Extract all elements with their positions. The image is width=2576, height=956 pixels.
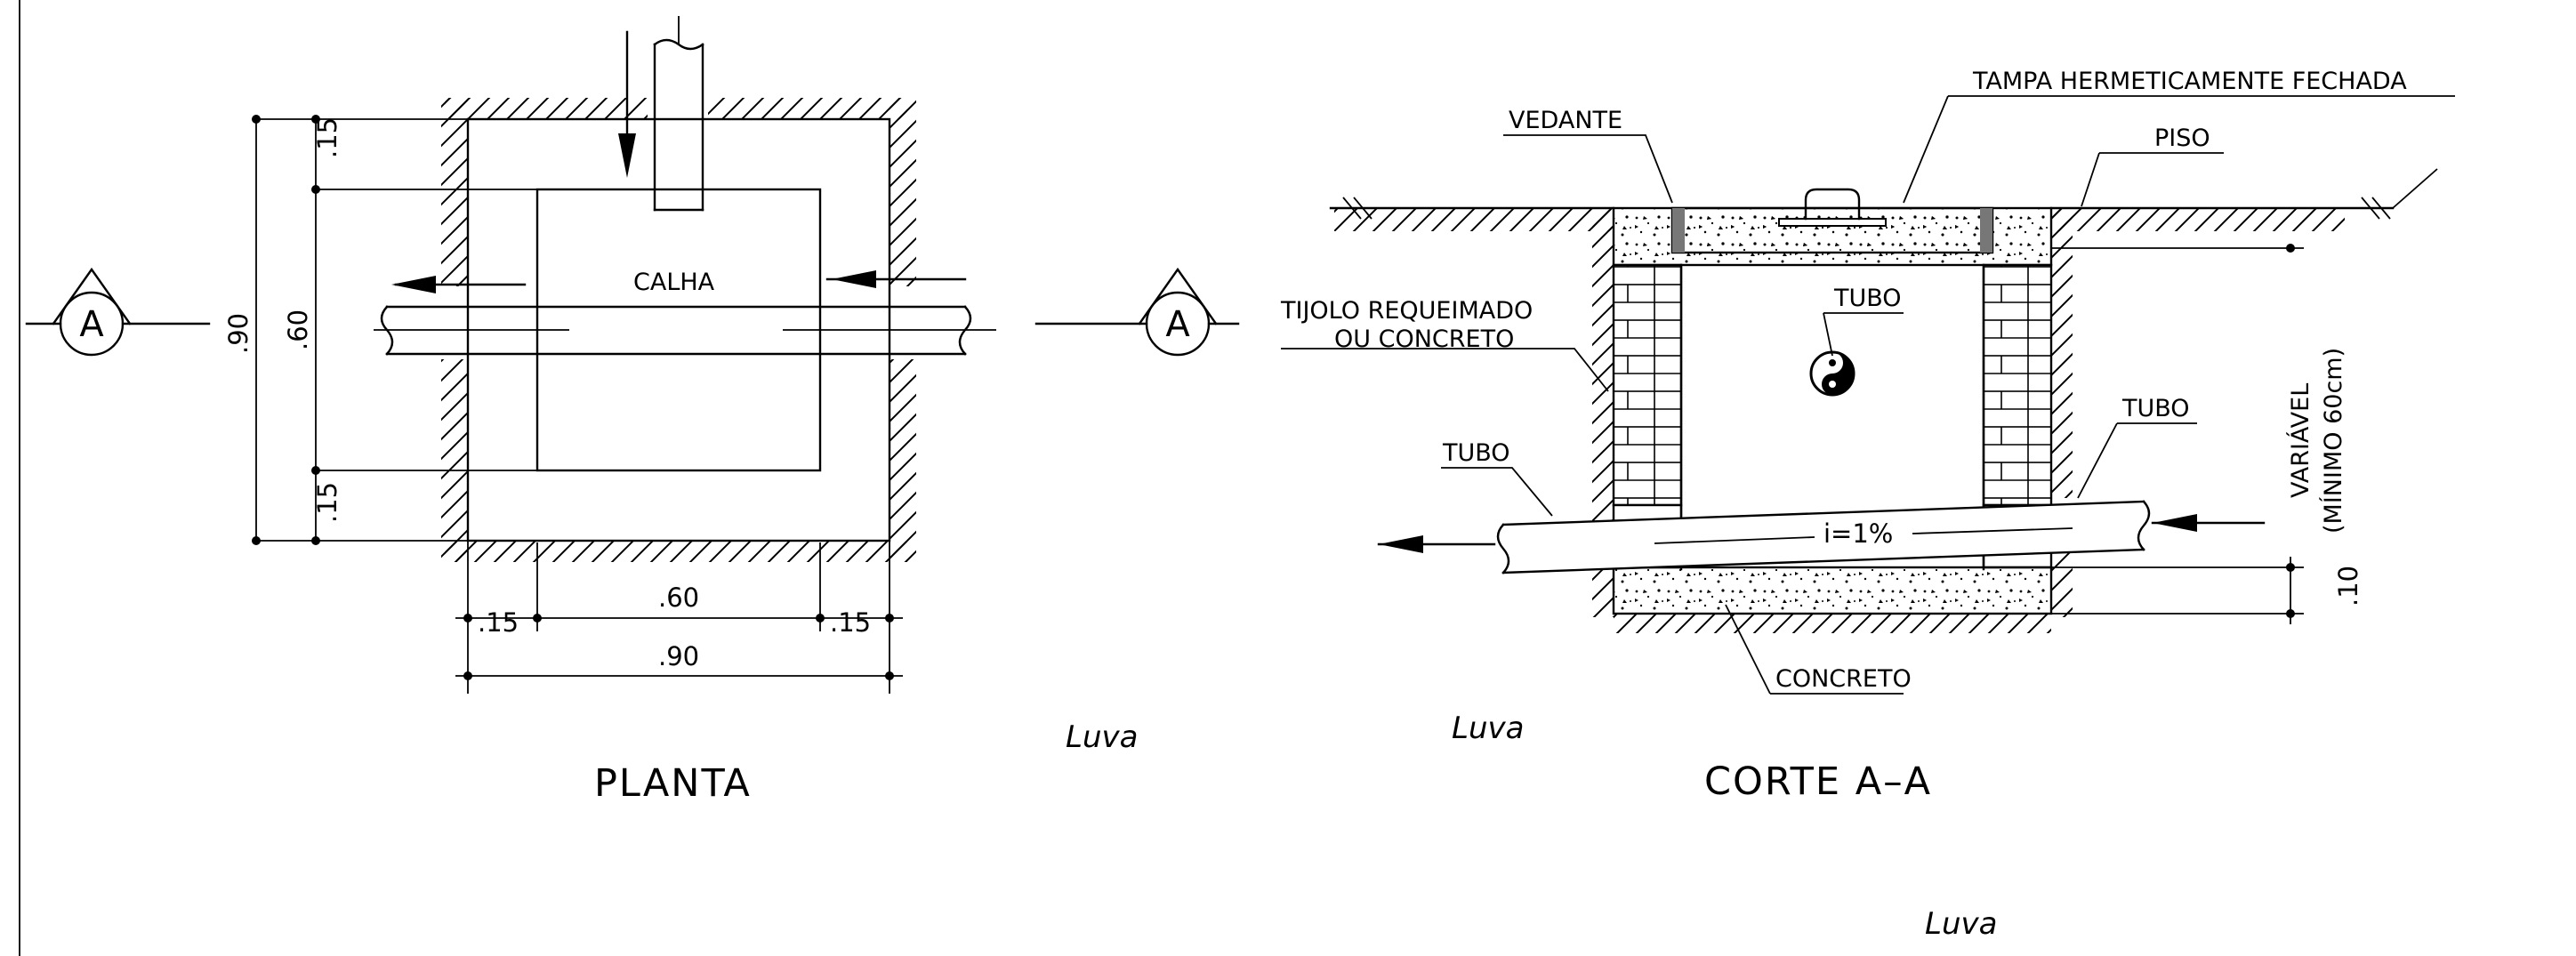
dim-inner-horizontal: .60 — [658, 582, 699, 613]
dim-overall-vertical: .90 — [223, 313, 254, 354]
section-right-dimension: .10 — [2051, 244, 2363, 624]
dim-overall-horizontal: .90 — [658, 641, 699, 671]
label-tubo-left: TUBO — [1442, 439, 1510, 467]
label-tubo-right: TUBO — [2121, 395, 2190, 422]
plan-vertical-pipe — [653, 16, 704, 212]
dim-base-thickness: .10 — [2333, 566, 2363, 607]
label-tijolo-line1: TIJOLO REQUEIMADO — [1280, 297, 1533, 325]
vertical-pipe-end-icon — [1809, 350, 1856, 397]
dim-bottom-offset: .15 — [312, 482, 342, 523]
base-hatch — [1614, 614, 2051, 633]
lid-handle-icon — [1778, 188, 1887, 227]
label-piso: PISO — [2154, 125, 2210, 152]
label-tijolo-line2: OU CONCRETO — [1334, 325, 1514, 353]
plan-vertical-dimensions: .90 .60 .15 .15 — [223, 115, 537, 545]
section-view: i=1% — [1280, 68, 2455, 804]
brick-wall-left — [1612, 263, 1683, 507]
label-tampa: TAMPA HERMETICAMENTE FECHADA — [1972, 68, 2407, 95]
plan-title: PLANTA — [594, 761, 752, 806]
wall-hatch-right — [2051, 208, 2073, 617]
section-marker-right-label: A — [1165, 304, 1190, 345]
lid-opening — [1670, 206, 1994, 254]
plan-wall-bottom-hatch — [445, 541, 907, 562]
slope-label: i=1% — [1823, 518, 1893, 549]
note-luva-2: Luva — [1452, 711, 1524, 746]
note-luva-1: Luva — [1066, 719, 1138, 755]
note-luva-3: Luva — [1925, 906, 1997, 942]
plan-flow-arrows — [391, 30, 967, 293]
brick-wall-right — [1982, 263, 2053, 507]
plan-horizontal-pipe — [374, 305, 996, 356]
dim-right-offset: .15 — [830, 607, 871, 638]
dim-top-offset: .15 — [312, 117, 342, 158]
section-flow-arrows — [1377, 514, 2266, 553]
label-concreto: CONCRETO — [1775, 665, 1912, 693]
dim-inner-vertical: .60 — [283, 309, 313, 350]
ground-hatch-right — [2051, 208, 2345, 231]
label-vedante: VEDANTE — [1509, 107, 1622, 134]
plan-inner-calha — [535, 188, 822, 472]
dim-left-offset: .15 — [478, 607, 519, 638]
section-inclined-pipe — [1496, 500, 2151, 574]
bottom-slab-concrete — [1612, 566, 2053, 615]
section-marker-left: A — [25, 267, 211, 357]
label-variavel-line1: VARIÁVEL — [2286, 383, 2314, 498]
plan-calha-label: CALHA — [633, 269, 715, 296]
label-variavel-line2: (MÍNIMO 60cm) — [2319, 348, 2347, 534]
section-leaders — [1281, 95, 2455, 695]
section-title: CORTE A–A — [1704, 759, 1932, 804]
label-tubo-top: TUBO — [1833, 285, 1902, 312]
plan-horizontal-dimensions: .15 .60 .15 .90 — [455, 541, 903, 694]
section-marker-left-label: A — [79, 304, 104, 345]
plan-view: CALHA A A — [25, 16, 1240, 806]
section-marker-right: A — [1034, 267, 1240, 357]
ground-hatch-left — [1334, 208, 1612, 231]
